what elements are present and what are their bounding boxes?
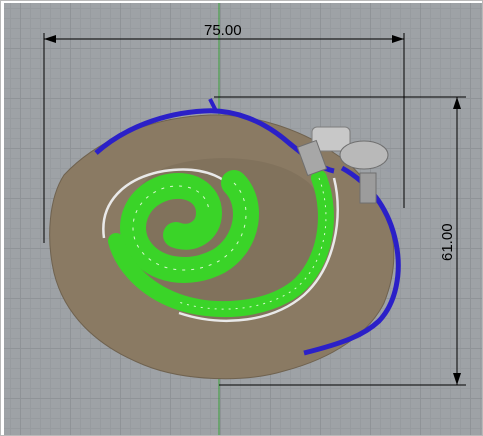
connector-fitting[interactable] [296, 126, 389, 204]
dimension-vertical[interactable]: 61.00 [214, 96, 466, 386]
coil[interactable] [108, 170, 334, 318]
dimension-horizontal[interactable]: 75.00 [43, 22, 405, 243]
viewport-scene: 75.00 61.00 [43, 3, 466, 435]
dimension-vertical-label: 61.00 [439, 223, 456, 261]
dimension-horizontal-label: 75.00 [204, 22, 242, 39]
cad-viewport[interactable]: 75.00 61.00 [4, 3, 482, 435]
rail-tip [208, 98, 218, 112]
